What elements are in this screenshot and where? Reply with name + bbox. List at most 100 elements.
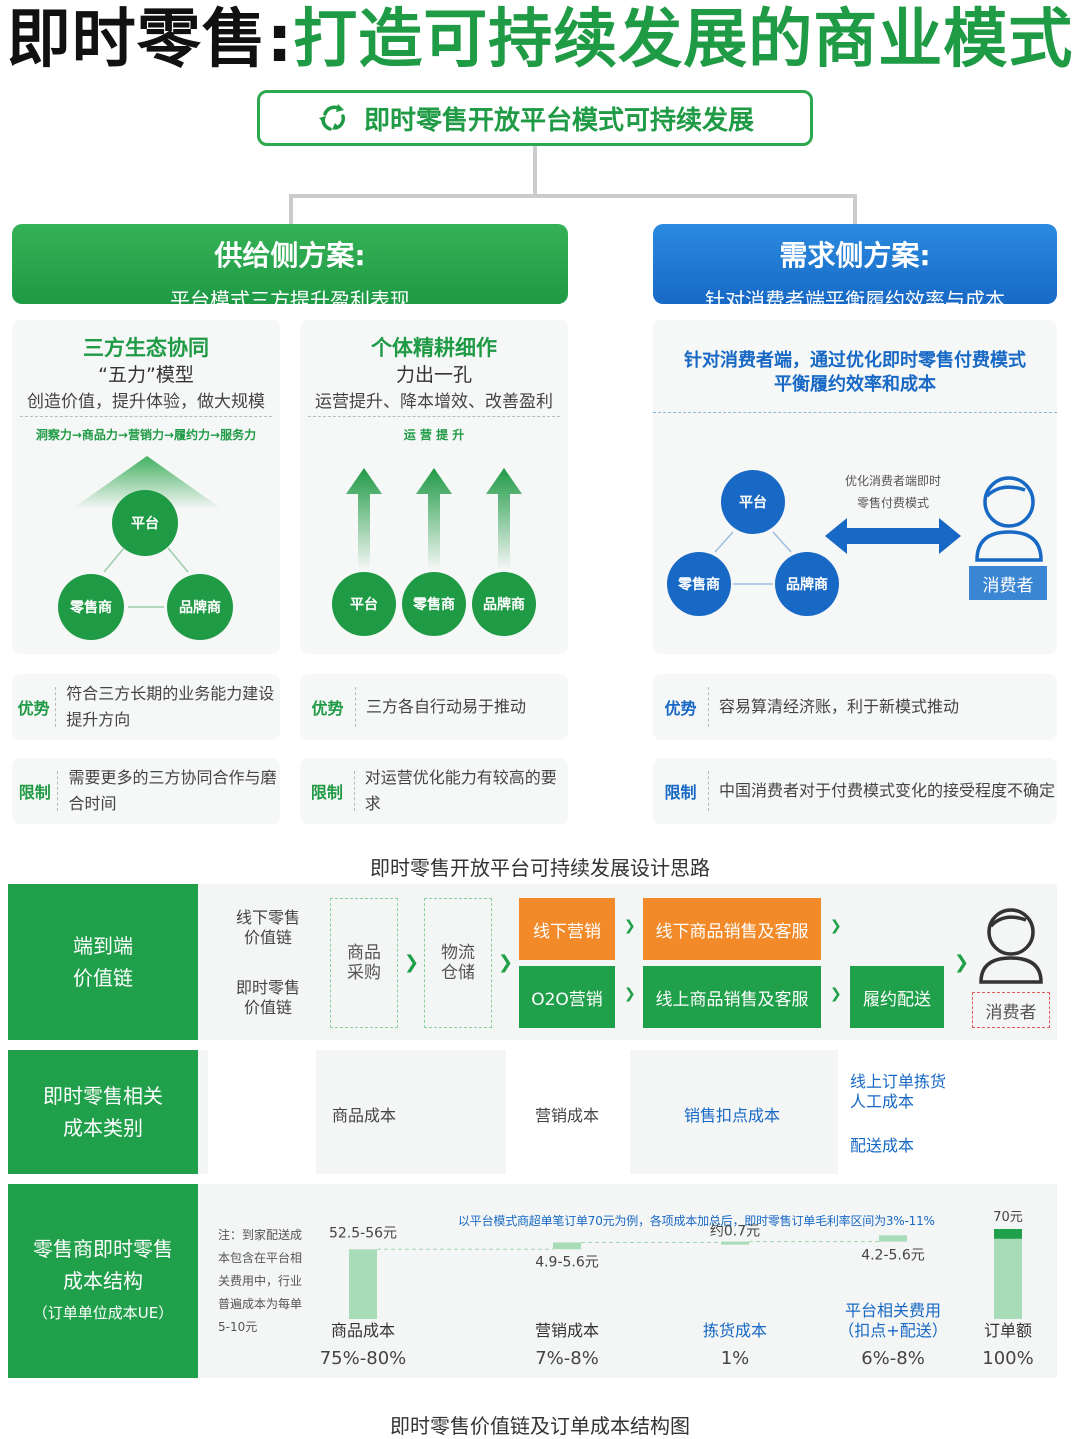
bar-marketing — [553, 1242, 581, 1250]
node-platform: 平台 — [112, 490, 178, 556]
o2o-marketing-box: O2O营销 — [519, 966, 615, 1028]
title-part2: 打造可持续发展的商业模式 — [293, 3, 1074, 77]
value-label: 4.2-5.6元 — [861, 1247, 925, 1263]
mountain-shape — [72, 456, 222, 509]
chevron-right-icon: ❯ — [498, 952, 514, 973]
divider — [308, 416, 560, 417]
bar-platform-fee — [879, 1235, 907, 1242]
chevron-right-icon: ❯ — [624, 918, 636, 934]
lim-text: 中国消费者对于付费模式变化的接受程度不确定 — [719, 781, 1056, 800]
cost-types-label-2: 成本类别 — [63, 1116, 143, 1140]
cost-type-commission: 销售扣点成本 — [683, 1106, 780, 1125]
node-retailer: 零售商 — [667, 552, 731, 616]
connector-line — [533, 146, 537, 196]
cost-types-col — [630, 1050, 838, 1174]
five-forces-chain: 洞察力→商品力→营销力→履约力→服务力 — [35, 428, 257, 442]
cost-structure-label-3: （订单单位成本UE） — [32, 1304, 174, 1322]
node-retailer: 零售商 — [402, 572, 466, 636]
bar-order-margin — [994, 1229, 1022, 1239]
chevron-right-icon: ❯ — [624, 986, 636, 1002]
demand-header: 需求侧方案: 针对消费者端平衡履约效率与成本 — [653, 224, 1057, 312]
cost-types-col — [316, 1050, 506, 1174]
category-label-platform-fee: 平台相关费用 — [845, 1301, 941, 1320]
chevron-right-icon: ❯ — [404, 952, 420, 973]
cost-type-picking: 线上订单拣货 人工成本 — [850, 1072, 946, 1112]
lim-row: 限制 中国消费者对于付费模式变化的接受程度不确定 — [653, 758, 1057, 824]
node-retailer: 零售商 — [58, 574, 124, 640]
logistics-box: 物流 仓储 — [424, 898, 492, 1028]
chevron-right-icon: ❯ — [830, 986, 842, 1002]
lim-row: 限制 对运营优化能力有较高的要求 — [300, 758, 568, 824]
chevron-right-icon: ❯ — [954, 952, 970, 973]
adv-text: 容易算清经济账，利于新模式推动 — [719, 697, 960, 716]
value-chain-label: 端到端 价值链 — [8, 884, 198, 1040]
connector-line — [289, 194, 857, 198]
waterfall-chart: 52.5-56元商品成本75%-80%4.9-5.6元营销成本7%-8%约0.7… — [320, 1210, 1034, 1369]
lim-text: 对运营优化能力有较高的要求 — [364, 768, 557, 813]
value-label: 70元 — [993, 1210, 1023, 1225]
cost-structure-label: 零售商即时零售 成本结构 （订单单位成本UE） — [8, 1184, 198, 1378]
supply-header: 供给侧方案: 平台模式三方提升盈利表现 — [12, 224, 568, 312]
consumer-icon — [979, 908, 1043, 984]
cost-type-delivery: 配送成本 — [850, 1136, 915, 1155]
cost-type-goods: 商品成本 — [331, 1106, 396, 1125]
operation-label: 运 营 提 升 — [403, 428, 465, 442]
value-label: 约0.7元 — [710, 1224, 760, 1240]
cost-type-marketing: 营销成本 — [534, 1106, 599, 1125]
double-arrow-icon — [825, 518, 961, 554]
bar-picking — [721, 1241, 749, 1245]
logistics-label-2: 仓储 — [441, 963, 475, 983]
up-arrows-icon — [346, 468, 522, 570]
ecosystem-title: 三方生态协同 — [83, 336, 209, 360]
offline-chain-label: 线下零售 价值链 — [208, 908, 328, 948]
node-brand: 品牌商 — [167, 574, 233, 640]
cost-type-picking-1: 线上订单拣货 — [850, 1072, 947, 1091]
category-label-goods: 商品成本 — [331, 1321, 395, 1340]
category-label-marketing: 营销成本 — [535, 1321, 599, 1340]
lim-tag: 限制 — [653, 771, 709, 811]
percent-label: 75%-80% — [320, 1348, 407, 1369]
refinement-panel: 个体精耕细作 力出一孔 运营提升、降本增效、改善盈利 运 营 提 升 平台 零售… — [300, 320, 568, 654]
consumer-panel: 针对消费者端，通过优化即时零售付费模式 平衡履约效率和成本 平台 零售商 品牌商… — [653, 320, 1057, 654]
node-platform: 平台 — [721, 470, 785, 534]
offline-chain-label-1: 线下零售 — [235, 908, 300, 927]
lim-tag: 限制 — [12, 771, 59, 811]
cost-structure-label-1: 零售商即时零售 — [33, 1237, 173, 1261]
purchase-label-1: 商品 — [347, 943, 381, 963]
percent-label: 100% — [982, 1348, 1033, 1369]
value-chain-label-1: 端到端 — [73, 934, 133, 958]
lim-tag: 限制 — [300, 771, 355, 811]
instant-chain-label-2: 价值链 — [243, 998, 292, 1017]
supply-subtitle: 平台模式三方提升盈利表现 — [170, 288, 410, 312]
adv-tag: 优势 — [653, 687, 709, 727]
value-chain-label-2: 价值链 — [73, 966, 133, 990]
title-part1: 即时零售: — [6, 3, 294, 77]
node-brand: 品牌商 — [472, 572, 536, 636]
cost-type-picking-2: 人工成本 — [850, 1092, 915, 1111]
bar-goods — [349, 1249, 377, 1319]
cost-note: 注：到家配送成本包含在平台相关费用中，行业普遍成本为每单5-10元 — [218, 1228, 303, 1334]
adv-row: 优势 容易算清经济账，利于新模式推动 — [653, 674, 1057, 740]
offline-chain-label-2: 价值链 — [243, 928, 292, 947]
category-label-platform-fee-2: （扣点+配送） — [838, 1321, 947, 1340]
top-box-label: 即时零售开放平台模式可持续发展 — [363, 105, 754, 136]
page-title: 即时零售:打造可持续发展的商业模式 — [0, 4, 1080, 76]
cost-types-label: 即时零售相关 成本类别 — [8, 1050, 198, 1174]
consumer-label: 消费者 — [969, 566, 1047, 600]
node-brand: 品牌商 — [775, 552, 839, 616]
demand-diagram-lines — [714, 518, 961, 585]
triangle-arrows — [103, 547, 189, 608]
bar-order-cost — [994, 1238, 1022, 1319]
cost-structure-label-2: 成本结构 — [63, 1269, 143, 1293]
offline-sales-box: 线下商品销售及客服 — [643, 898, 821, 960]
offline-marketing-box: 线下营销 — [519, 898, 615, 960]
adv-text: 三方各自行动易于推动 — [366, 697, 527, 716]
consumer-icon — [975, 476, 1043, 562]
demand-title: 需求侧方案: — [779, 239, 931, 272]
adv-text: 符合三方长期的业务能力建设提升方向 — [66, 684, 275, 729]
divider — [653, 412, 1057, 413]
purchase-label-2: 采购 — [347, 963, 381, 983]
caption-value-chain: 即时零售价值链及订单成本结构图 — [390, 1414, 690, 1438]
value-label: 52.5-56元 — [329, 1225, 397, 1241]
top-box: 即时零售开放平台模式可持续发展 — [257, 90, 813, 146]
